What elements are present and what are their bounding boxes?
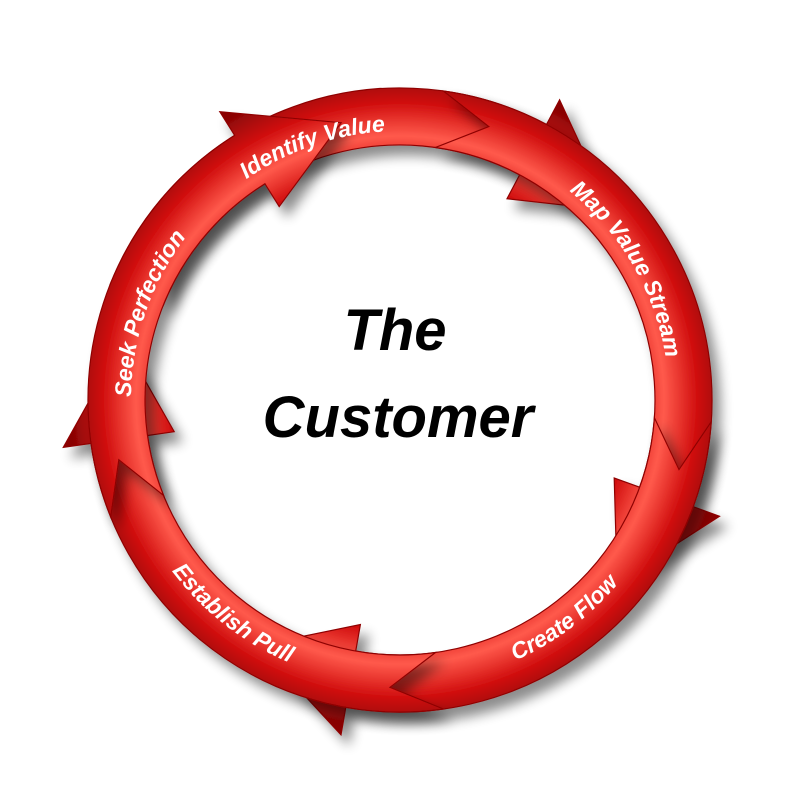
arrows-layer <box>62 87 721 737</box>
center-title-line2: Customer <box>263 385 537 450</box>
arrow-seek-perfection <box>87 110 343 520</box>
center-title-line1: The <box>343 298 446 363</box>
center-title: The Customer <box>263 298 537 450</box>
